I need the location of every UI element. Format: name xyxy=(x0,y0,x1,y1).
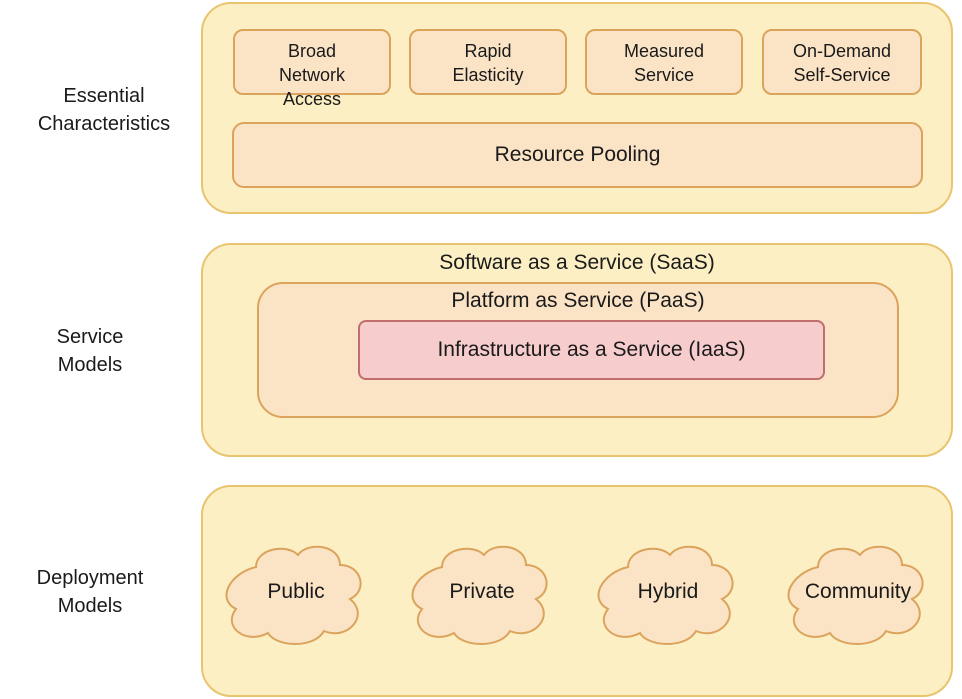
service-label-line-2: Models xyxy=(57,354,123,376)
cloud-community-shape xyxy=(787,545,924,645)
chip-measured-service: Measured Service xyxy=(585,29,743,95)
cloud-community: Community xyxy=(778,537,938,647)
chip-line: Broad xyxy=(287,41,337,61)
resource-pooling-label: Resource Pooling xyxy=(494,143,661,166)
cloud-private-label: Private xyxy=(449,580,515,603)
chip-on-demand-self-service: On-Demand Self-Service xyxy=(762,29,922,95)
chip-line: Self-Service xyxy=(793,65,891,85)
chip-line: On-Demand xyxy=(792,41,892,61)
chip-line: Access xyxy=(282,89,342,109)
essential-label-line-2: Characteristics xyxy=(37,113,171,135)
essential-characteristics-label: Essential Characteristics xyxy=(14,82,194,138)
service-models-label: Service Models xyxy=(0,323,180,379)
iaas-label: Infrastructure as a Service (IaaS) xyxy=(437,338,746,361)
cloud-hybrid-shape xyxy=(597,545,734,645)
chip-line: Service xyxy=(633,65,695,85)
cloud-hybrid-label: Hybrid xyxy=(637,580,699,603)
paas-label: Platform as Service (PaaS) xyxy=(451,289,705,312)
cloud-private: Private xyxy=(402,537,562,647)
deployment-models-label: Deployment Models xyxy=(0,564,180,620)
essential-label-line-1: Essential xyxy=(63,85,145,107)
deployment-label-line-1: Deployment xyxy=(36,567,144,589)
chip-line: Measured xyxy=(623,41,705,61)
chip-rapid-elasticity: Rapid Elasticity xyxy=(409,29,567,95)
cloud-public-shape xyxy=(225,545,362,645)
chip-line: Elasticity xyxy=(452,65,524,85)
cloud-public-label: Public xyxy=(267,580,325,603)
cloud-community-label: Community xyxy=(804,580,912,603)
cloud-hybrid: Hybrid xyxy=(588,537,748,647)
cloud-private-shape xyxy=(411,545,548,645)
chip-line: Network xyxy=(278,65,345,85)
service-label-line-1: Service xyxy=(56,326,124,348)
chip-line: Rapid xyxy=(464,41,512,61)
iaas-box: Infrastructure as a Service (IaaS) xyxy=(358,320,825,380)
deployment-label-line-2: Models xyxy=(57,595,123,617)
saas-label: Software as a Service (SaaS) xyxy=(439,251,715,274)
chip-broad-network-access: Broad Network Access xyxy=(233,29,391,109)
cloud-public: Public xyxy=(216,537,376,647)
resource-pooling-box: Resource Pooling xyxy=(232,122,923,188)
